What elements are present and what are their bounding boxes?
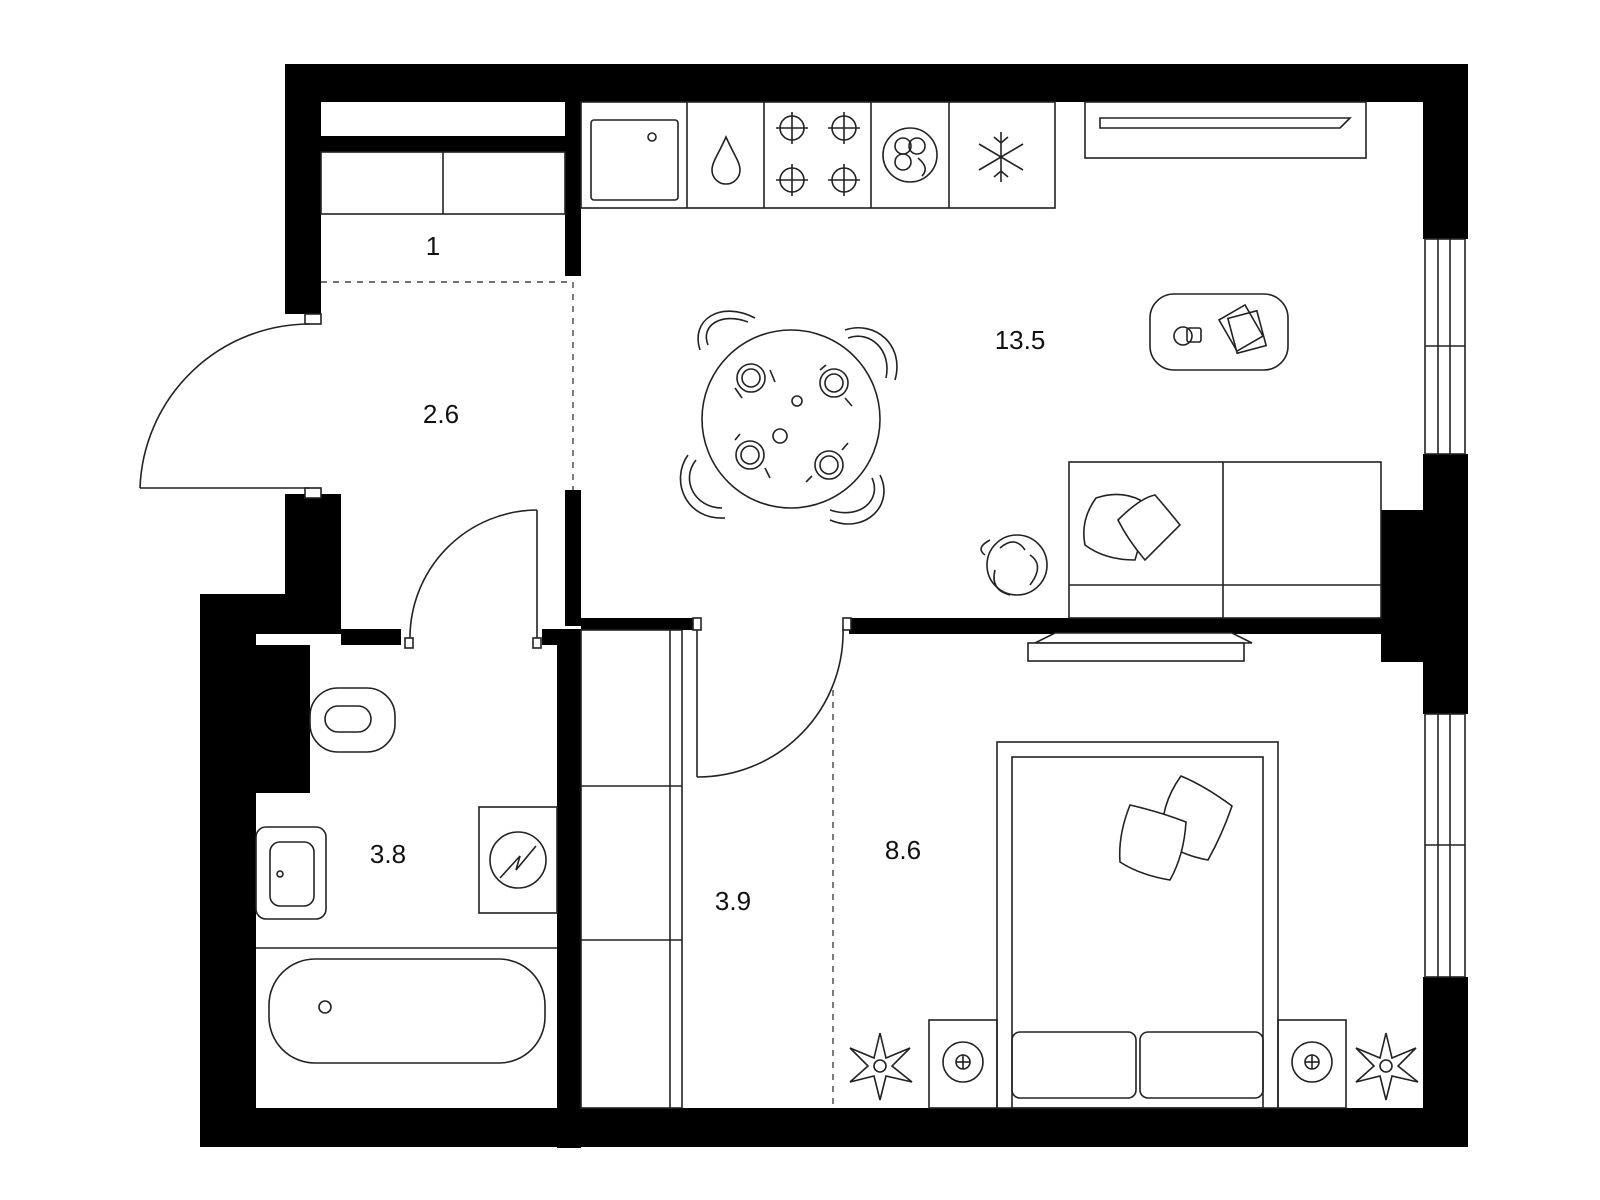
bathtub-icon [256, 947, 557, 1064]
bed-icon [996, 741, 1279, 1109]
toilet-icon [309, 687, 396, 753]
fruit-bowl-icon [882, 127, 938, 183]
room-area-hallway: 2.6 [423, 399, 459, 429]
window-icon [1424, 238, 1466, 455]
nightstand-lamp-icon [928, 1019, 998, 1109]
stove-icon [776, 112, 860, 196]
snowflake-icon [978, 132, 1024, 182]
plant-icon [980, 534, 1048, 596]
washbasin-icon [255, 826, 327, 920]
sofa-icon [1068, 461, 1382, 619]
tv-icon [1027, 632, 1253, 662]
nightstand-lamp-icon [1277, 1019, 1347, 1109]
door-icon[interactable] [139, 313, 322, 499]
storage-shelf [320, 151, 566, 215]
door-icon[interactable] [404, 509, 542, 649]
wardrobe [580, 629, 683, 1109]
coffee-table-icon [1149, 293, 1289, 371]
plant-icon [1355, 1032, 1419, 1101]
walls [200, 64, 1468, 1148]
room-area-kitchen-living: 13.5 [995, 325, 1046, 355]
tv-icon [1084, 101, 1367, 159]
plant-icon [849, 1032, 913, 1101]
room-area-bathroom: 3.8 [370, 839, 406, 869]
kitchen-counter [580, 101, 1056, 209]
water-drop-icon [711, 135, 741, 185]
room-area-storage: 1 [426, 231, 440, 261]
room-area-bedroom: 8.6 [885, 835, 921, 865]
dining-table-icon [679, 310, 898, 525]
window-icon [1424, 713, 1466, 978]
washing-machine-icon [478, 806, 558, 914]
sink-icon [590, 119, 679, 201]
door-icon[interactable] [692, 617, 852, 778]
room-area-corridor: 3.9 [715, 886, 751, 916]
